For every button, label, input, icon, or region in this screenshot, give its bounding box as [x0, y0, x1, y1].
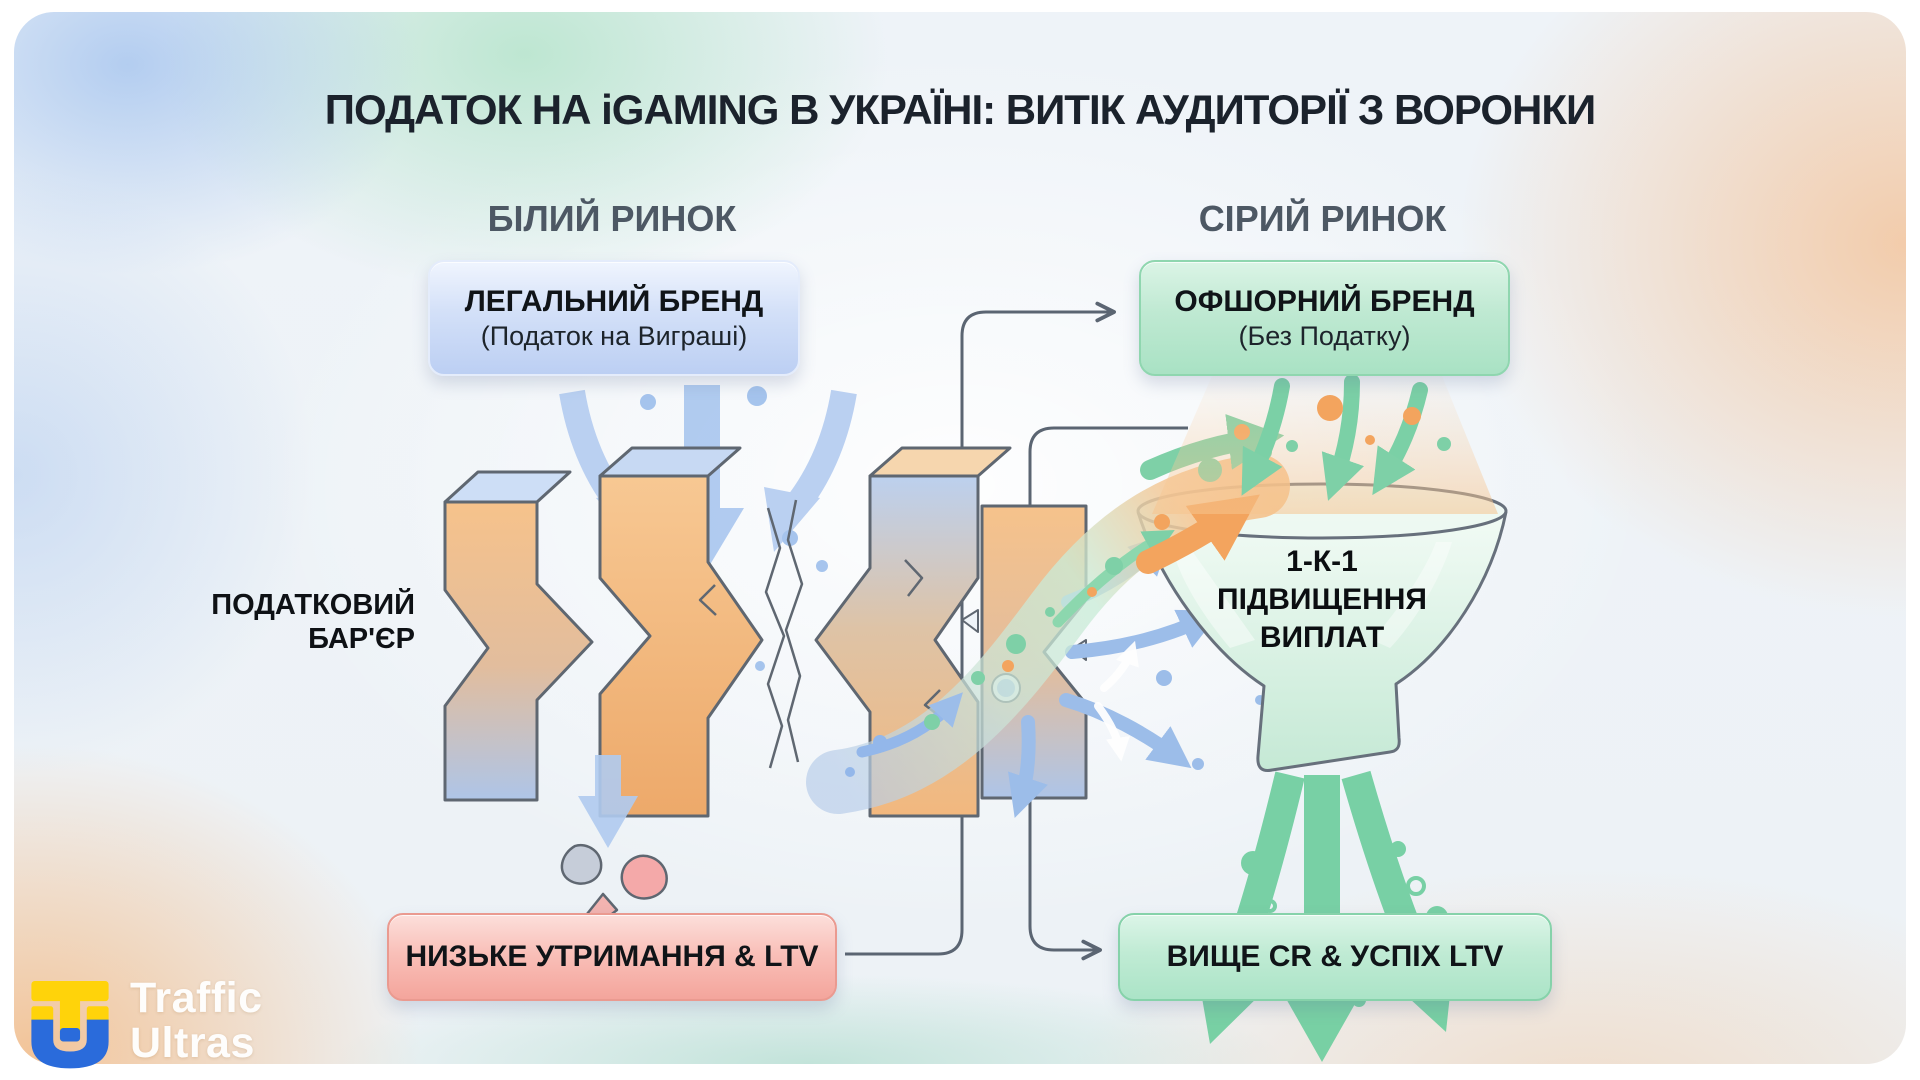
brand-name-line1: Traffic	[130, 974, 263, 1022]
tax-barrier-label-line2: БАР'ЄР	[308, 623, 415, 656]
funnel-label-line1: 1-К-1	[1286, 545, 1358, 578]
legal-brand-box: ЛЕГАЛЬНИЙ БРЕНД (Податок на Виграші)	[428, 260, 800, 376]
offshore-brand-title: ОФШОРНИЙ БРЕНД	[1174, 284, 1475, 318]
low-retention-label: НИЗЬКЕ УТРИМАННЯ & LTV	[405, 940, 819, 973]
tax-barrier-label: ПОДАТКОВИЙ БАР'ЄР	[150, 588, 415, 656]
brand-logo: Traffic Ultras	[28, 976, 263, 1070]
crack-arrows-icon	[1094, 640, 1139, 762]
higher-cr-label: ВИЩЕ CR & УСПІХ LTV	[1166, 940, 1504, 973]
offshore-brand-subtitle: (Без Податку)	[1238, 320, 1411, 351]
tax-barrier-icon	[443, 446, 1088, 818]
leak-arrow-icon	[578, 755, 638, 848]
offshore-brand-box: ОФШОРНИЙ БРЕНД (Без Податку)	[1139, 260, 1510, 376]
traffic-ultras-logo-icon	[31, 981, 109, 1069]
grey-market-heading: СІРИЙ РИНОК	[1198, 198, 1447, 239]
page-title: ПОДАТОК НА iGAMING В УКРАЇНІ: ВИТІК АУДИ…	[324, 86, 1596, 133]
legal-brand-title: ЛЕГАЛЬНИЙ БРЕНД	[464, 284, 764, 318]
connector-low-retention-to-offshore	[845, 301, 1116, 956]
tax-barrier-label-line1: ПОДАТКОВИЙ	[211, 589, 415, 621]
funnel-label: 1-К-1 ПІДВИЩЕННЯ ВИПЛАТ	[1162, 543, 1482, 657]
low-retention-box: НИЗЬКЕ УТРИМАННЯ & LTV	[387, 913, 837, 1001]
white-market-heading: БІЛИЙ РИНОК	[487, 198, 737, 239]
legal-brand-subtitle: (Податок на Виграші)	[480, 320, 748, 351]
funnel-inflow-icon	[1152, 327, 1498, 514]
higher-cr-box: ВИЩЕ CR & УСПІХ LTV	[1118, 913, 1552, 1001]
brand-name-line2: Ultras	[130, 1019, 255, 1067]
brand-logo-text: Traffic Ultras	[130, 976, 263, 1066]
funnel-label-line2: ПІДВИЩЕННЯ	[1217, 583, 1427, 616]
funnel-label-line3: ВИПЛАТ	[1259, 621, 1385, 654]
